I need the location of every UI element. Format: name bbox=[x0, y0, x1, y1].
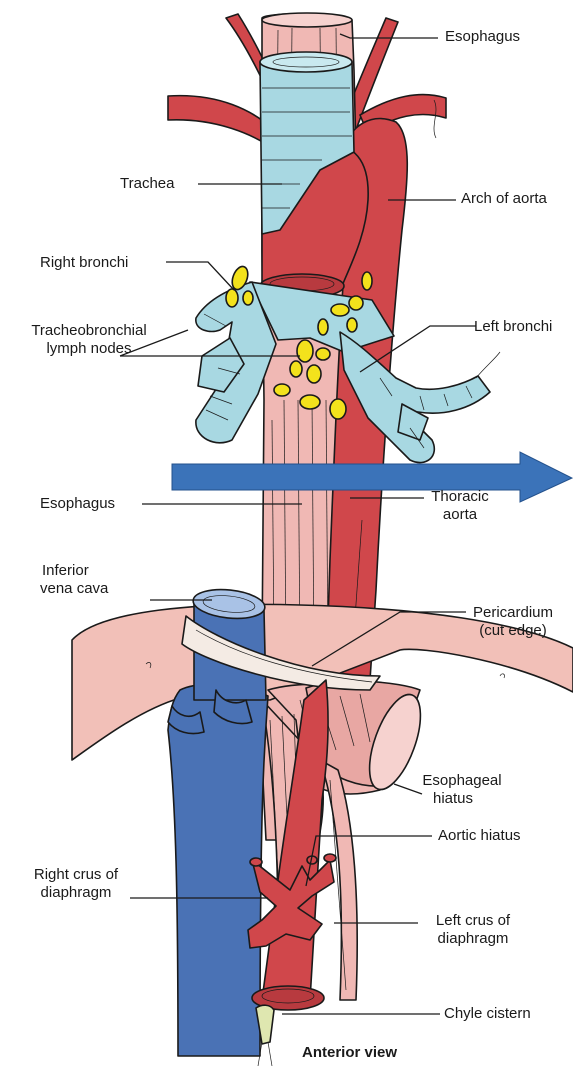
label-left-bronchi: Left bronchi bbox=[474, 318, 552, 336]
label-left-crus-line2: diaphragm bbox=[438, 930, 509, 947]
label-esophageal-hiatus: Esophageal hiatus bbox=[412, 772, 512, 808]
label-inferior-vena-cava-line1: Inferior bbox=[40, 562, 89, 579]
label-tracheobronchial-lymph-nodes: Tracheobronchial lymph nodes bbox=[14, 322, 164, 358]
label-pericardium-line2: (cut edge) bbox=[479, 622, 547, 639]
label-esophagus-mid: Esophagus bbox=[40, 495, 115, 513]
label-right-crus: Right crus of diaphragm bbox=[22, 866, 130, 902]
label-right-bronchi: Right bronchi bbox=[40, 254, 128, 272]
label-esophageal-hiatus-line1: Esophageal bbox=[422, 772, 501, 789]
label-aortic-hiatus: Aortic hiatus bbox=[438, 827, 521, 845]
label-esophagus-top: Esophagus bbox=[445, 28, 520, 46]
label-tracheobronchial-line1: Tracheobronchial bbox=[31, 322, 146, 339]
label-inferior-vena-cava-line2: vena cava bbox=[40, 580, 108, 597]
label-tracheobronchial-line2: lymph nodes bbox=[46, 340, 131, 357]
label-chyle-cistern: Chyle cistern bbox=[444, 1005, 531, 1023]
label-pericardium: Pericardium (cut edge) bbox=[458, 604, 568, 640]
label-right-crus-line2: diaphragm bbox=[41, 884, 112, 901]
label-thoracic-aorta-line2: aorta bbox=[443, 506, 477, 523]
label-pericardium-line1: Pericardium bbox=[473, 604, 553, 621]
label-trachea: Trachea bbox=[120, 175, 174, 193]
label-left-crus-line1: Left crus of bbox=[436, 912, 510, 929]
view-caption: Anterior view bbox=[302, 1044, 397, 1062]
label-arch-of-aorta: Arch of aorta bbox=[461, 190, 547, 208]
label-right-crus-line1: Right crus of bbox=[34, 866, 118, 883]
label-thoracic-aorta: Thoracic aorta bbox=[420, 488, 500, 524]
label-thoracic-aorta-line1: Thoracic bbox=[431, 488, 489, 505]
label-esophageal-hiatus-line2: hiatus bbox=[433, 790, 491, 807]
label-left-crus: Left crus of diaphragm bbox=[420, 912, 526, 948]
label-inferior-vena-cava: Inferior vena cava bbox=[40, 562, 108, 598]
